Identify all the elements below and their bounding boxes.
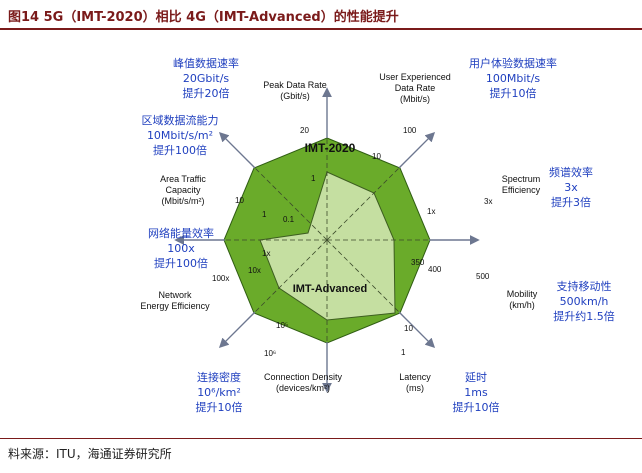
axis-label: Network: [158, 290, 192, 300]
axis-label: Peak Data Rate: [263, 80, 327, 90]
spoke-7: [254, 167, 328, 241]
annotation-text: 提升10倍: [453, 400, 500, 414]
axis-arrow-5: [218, 311, 256, 349]
axis-label: (ms): [406, 383, 424, 393]
tick-label: 1: [262, 210, 267, 219]
annotation-text: 支持移动性: [557, 279, 612, 293]
axis-label: Capacity: [165, 185, 201, 195]
axis-arrow-3: [398, 311, 436, 349]
annotation-text: 提升3倍: [551, 195, 591, 209]
axis-label: Energy Efficiency: [140, 301, 210, 311]
tick-label: 100: [403, 126, 417, 135]
annotation-text: 1ms: [464, 386, 488, 399]
annotation-text: 100x: [167, 242, 195, 255]
annotation-text: 网络能量效率: [148, 226, 214, 240]
axis-label: (Mbit/s): [400, 94, 430, 104]
axis-label: User Experienced: [379, 72, 451, 82]
tick-label: 1: [311, 174, 316, 183]
annotation-text: 20Gbit/s: [183, 72, 230, 85]
axis-arrow-1: [398, 131, 436, 169]
annotation-text: 连接密度: [197, 370, 241, 384]
tick-label: 1x: [427, 207, 435, 216]
tick-label: 1: [401, 348, 406, 357]
title-rule: [0, 28, 642, 30]
axis-label: (Gbit/s): [280, 91, 310, 101]
tick-label: 400: [428, 265, 442, 274]
tick-label: 10⁶: [264, 349, 276, 358]
annotation-text: 100Mbit/s: [486, 72, 541, 85]
tick-label: 1x: [262, 249, 270, 258]
tick-label: 100x: [212, 274, 229, 283]
source-note: 料来源：ITU，海通证券研究所: [8, 447, 172, 461]
tick-label: 10: [372, 152, 381, 161]
footer-rule: [0, 438, 642, 439]
annotation-text: 10⁶/km²: [197, 386, 241, 399]
axis-label: Spectrum: [502, 174, 541, 184]
tick-label: 350: [411, 258, 425, 267]
axis-label: Data Rate: [395, 83, 436, 93]
annotation-text: 用户体验数据速率: [469, 56, 557, 70]
annotation-text: 提升10倍: [490, 86, 537, 100]
annotation-text: 区域数据流能力: [142, 113, 219, 127]
tick-label: 3x: [484, 197, 492, 206]
tick-label: 10x: [248, 266, 261, 275]
annotation-text: 500km/h: [560, 295, 609, 308]
axis-label: (km/h): [509, 300, 535, 310]
axis-label: Latency: [399, 372, 431, 382]
axis-label: (Mbit/s/m²): [162, 196, 205, 206]
annotation-text: 频谱效率: [549, 165, 593, 179]
tick-label: 10: [404, 324, 413, 333]
annotation-text: 峰值数据速率: [173, 56, 239, 70]
tick-label: 10⁵: [276, 321, 288, 330]
annotation-text: 3x: [564, 181, 578, 194]
spoke-1: [326, 167, 400, 241]
annotation-text: 10Mbit/s/m²: [147, 129, 213, 142]
tick-label: 10: [235, 196, 244, 205]
figure-title: 图14 5G（IMT-2020）相比 4G（IMT-Advanced）的性能提升: [8, 10, 399, 25]
series-label-imt2020: IMT-2020: [305, 141, 356, 155]
annotation-text: 提升100倍: [154, 256, 208, 270]
axis-label: Efficiency: [502, 185, 541, 195]
tick-label: 20: [300, 126, 309, 135]
axis-label: (devices/km²): [276, 383, 330, 393]
annotation-text: 提升10倍: [196, 400, 243, 414]
annotation-text: 提升20倍: [183, 86, 230, 100]
spoke-5: [254, 239, 328, 313]
axis-arrow-7: [218, 131, 256, 169]
axis-label: Connection Density: [264, 372, 343, 382]
tick-label: 500: [476, 272, 490, 281]
series-label-imt-advanced: IMT-Advanced: [293, 283, 368, 295]
annotation-text: 延时: [465, 371, 487, 384]
annotation-text: 提升100倍: [153, 143, 207, 157]
tick-label: 0.1: [283, 215, 295, 224]
axis-label: Mobility: [507, 289, 538, 299]
spoke-3: [326, 239, 400, 313]
annotation-text: 提升约1.5倍: [553, 309, 615, 323]
axis-label: Area Traffic: [160, 174, 206, 184]
